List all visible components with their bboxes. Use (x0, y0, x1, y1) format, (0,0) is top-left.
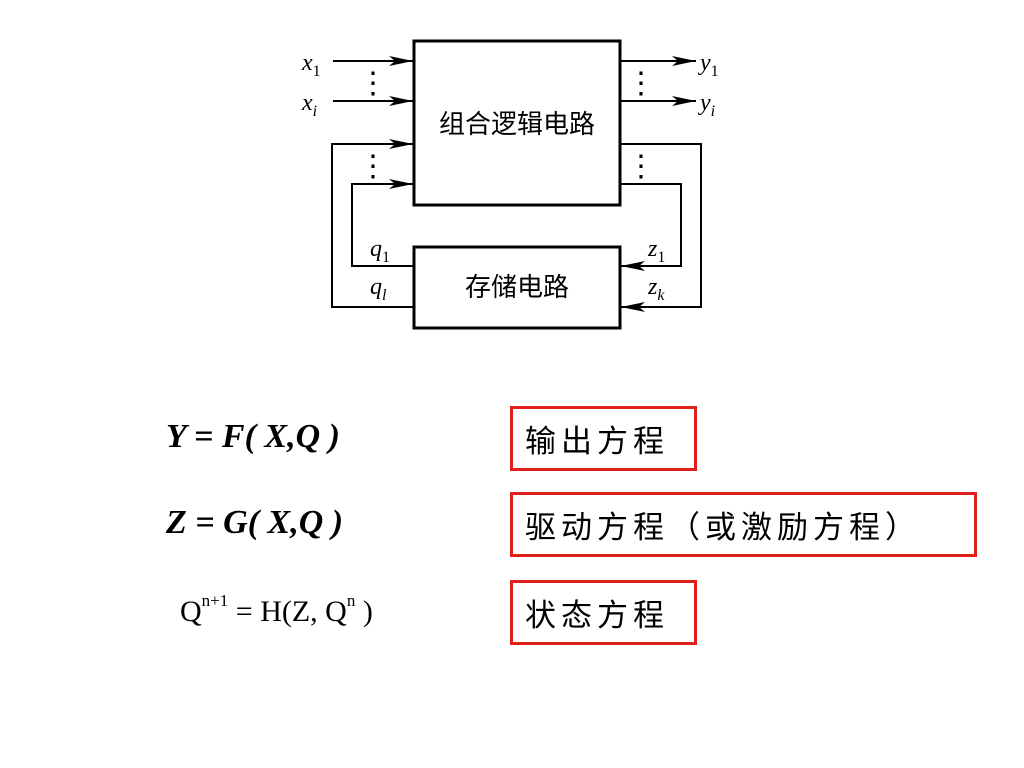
label-q1: q1 (370, 236, 390, 266)
label-y1: y1 (698, 50, 719, 80)
drive-z1-wire (621, 183, 682, 271)
feedback-q1-wire (351, 179, 413, 267)
storage-block (412, 245, 622, 330)
state-equation-label: 状态方程 (510, 580, 697, 645)
feedback-ql-wire (331, 139, 413, 308)
output-equation-label: 输出方程 (510, 406, 697, 471)
combinational-logic-label: 组合逻辑电路 (439, 110, 595, 140)
label-yi: yi (698, 90, 715, 120)
drive-equation: Z = G( X,Q ) (166, 504, 344, 541)
ellipsis-outputs: ⋮ (626, 67, 656, 100)
label-z1: z1 (647, 236, 665, 266)
ellipsis-feedback-right: ⋮ (626, 150, 656, 183)
label-x1: x1 (301, 50, 321, 80)
label-xi: xi (301, 90, 317, 120)
drive-equation-label: 驱动方程（或激励方程） (510, 492, 977, 557)
output-equation: Y = F( X,Q ) (166, 418, 340, 455)
ellipsis-inputs: ⋮ (358, 67, 388, 100)
label-ql: ql (370, 274, 387, 304)
drive-zk-wire (621, 143, 702, 312)
label-zk: zk (647, 274, 665, 304)
state-equation: Qn+1 = H(Z, Qn ) (180, 591, 373, 628)
ellipsis-feedback-left: ⋮ (358, 150, 388, 183)
storage-label: 存储电路 (465, 273, 569, 303)
combinational-logic-block (412, 39, 622, 207)
